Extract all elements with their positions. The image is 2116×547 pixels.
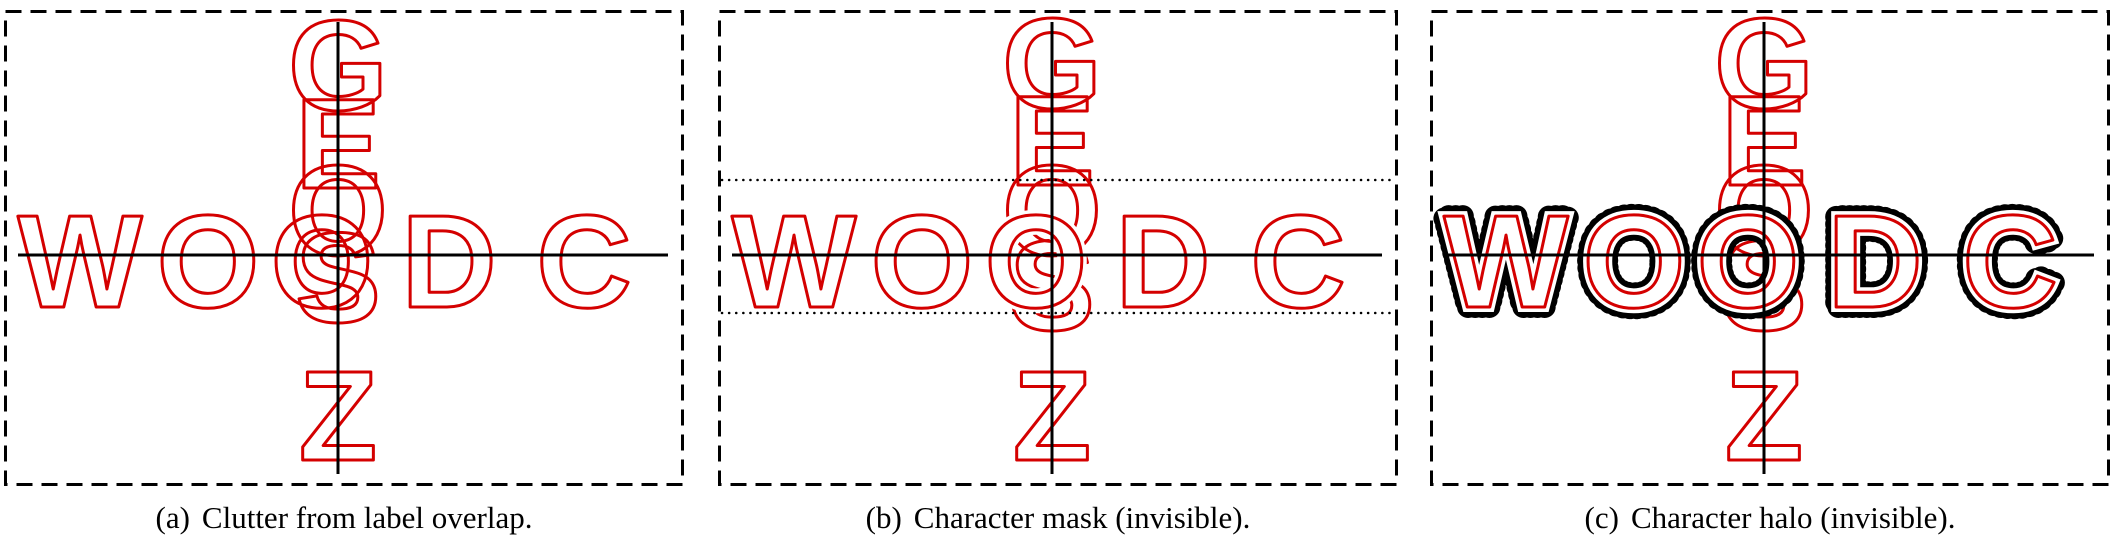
halo-char-outer: O (1697, 188, 1800, 335)
caption-character-mask: (b) Character mask (invisible). (718, 500, 1398, 536)
caption-label: (b) (865, 500, 902, 535)
panel-frame (718, 10, 1398, 486)
caption-clutter: (a) Clutter from label overlap. (4, 500, 684, 536)
panel-frame (1430, 10, 2110, 486)
crosshair-axes (1444, 22, 2094, 474)
knockout-char: W (1444, 188, 1569, 335)
horizontal-label-char: C (536, 188, 631, 335)
horizontal-label-char: D (401, 188, 496, 335)
knockout-char: D (1827, 188, 1922, 335)
knockout-char: C (1962, 188, 2057, 335)
caption-text: Character halo (invisible). (1630, 500, 1956, 535)
panel-frame (4, 10, 684, 486)
caption-text: Clutter from label overlap. (201, 500, 533, 535)
horizontal-label-char: O (157, 188, 260, 335)
halo-char-outer: C (1962, 188, 2057, 335)
knockout-char: O (871, 188, 974, 335)
halo-char-outer: W (1444, 188, 1569, 335)
horizontal-label-char: C (1250, 188, 1345, 335)
crosshair-axes (18, 22, 668, 474)
caption-label: (c) (1584, 500, 1619, 535)
mask-guides (720, 178, 1396, 315)
horizontal-label-char: C (1962, 188, 2057, 335)
halo-char-outer: D (1827, 188, 1922, 335)
horizontal-label-char: D (1827, 188, 1922, 335)
horizontal-label-char: W (732, 188, 857, 335)
horizontal-label-char: O (1583, 188, 1686, 335)
crosshair-axes (732, 22, 1382, 474)
horizontal-label-char: O (871, 188, 974, 335)
knockout-char: C (1250, 188, 1345, 335)
horizontal-label-char: W (1444, 188, 1569, 335)
horizontal-label-char: D (1115, 188, 1210, 335)
horizontal-label-char: O (271, 188, 374, 335)
horizontal-label-char: O (1697, 188, 1800, 335)
caption-character-halo: (c) Character halo (invisible). (1430, 500, 2110, 536)
knockout-char: O (1583, 188, 1686, 335)
horizontal-label-char: O (985, 188, 1088, 335)
horizontal-label-char: W (18, 188, 143, 335)
knockout-char: W (732, 188, 857, 335)
halo-char-outer: O (1583, 188, 1686, 335)
caption-label: (a) (155, 500, 190, 535)
knockout-char: O (985, 188, 1088, 335)
knockout-char: O (1697, 188, 1800, 335)
caption-text: Character mask (invisible). (913, 500, 1251, 535)
